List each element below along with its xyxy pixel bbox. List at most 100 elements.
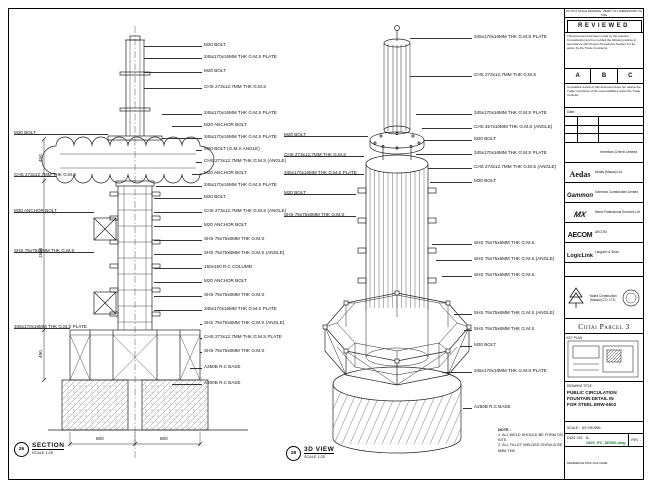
gammon-logo: Gammon [566,192,593,199]
leader-line [410,76,472,77]
annotation-label: SHS 75x75x6MM THK G.M.S [474,326,535,331]
grade-box-c: C [628,73,633,79]
dwg-no-label: DWG. NO. : [567,436,584,444]
leader-line [422,128,472,129]
annotation-label: CHS 273x12.7MM THK G.M.S [474,72,537,77]
note-line: 2. ALL FILLET WELDED SHOULD BE 6MM THK. [498,443,563,453]
key-plan-label: KEY PLAN [566,335,583,340]
leader-line [14,252,94,253]
leader-line [284,174,364,175]
leader-line [200,352,202,353]
annotation-label: M20 BOLT [284,132,306,137]
annotation-label: M20 BOLT [14,130,36,135]
leader-line [154,296,202,297]
leader-line [190,368,202,369]
engineer-name: AECOM [595,229,607,234]
annotation-label: 345x170x16MM THK G.M.S PLATE [204,182,277,187]
leader-line [416,114,472,115]
leader-line [154,212,202,213]
leader-line [144,88,202,89]
annotation-label: SHS 75x75x6MM THK G.M.S (ANGLE) [204,250,285,255]
scale-value: AS SHOWN [582,425,601,430]
review-note: This document has been noted by the rele… [565,33,643,69]
leader-line [154,310,202,311]
rev-label: REV [631,438,639,442]
annotation-label: SHS 75x75x6MM THK G.M.S [14,248,75,253]
consultant-note: Consultant review of this document does … [565,84,643,108]
leader-line [196,150,202,151]
gammon-name: Gammon Construction Limited [595,189,639,194]
leader-line [436,260,472,261]
drawing-title-line: FOUNTAIN DETAIL IN [567,395,614,401]
iso-view-label: 3D VIEW [304,446,335,454]
annotation-label: M20 ANCHOR BOLT [204,122,247,127]
annotation-label: M20 ANCHOR BOLT [204,278,247,283]
annotation-label: SHS 75x75x6MM THK G.M.S (ANGLE) [204,320,285,325]
annotation-label: 600 [160,436,168,441]
annotation-label: 345x170x16MM THK G.M.S PLATE [204,306,277,311]
leader-line [442,276,472,277]
services-name: Meca Professional Services Ltd. [595,209,641,214]
annotation-label: SHS 75x75x6MM THK G.M.S [204,292,265,297]
annotation-label: SHS 75x75x6MM THK G.M.S [204,236,265,241]
annotation-label: SHS 75x75x6MM THK G.M.S (ANGLE) [474,310,555,315]
iso-view-scale: SCALE 1:25 [304,455,325,459]
annotation-label: M20 ANCHOR BOLT [204,222,247,227]
leader-line [442,372,472,373]
scale-label: SCALE : [567,425,581,430]
leader-line [284,156,364,157]
drawing-title-label: DRAWING TITLE : [567,384,594,388]
annotation-label: 1550 [38,247,43,258]
party-row-engineer: AECOM AECOM [565,223,643,243]
scale-field: SCALE : AS SHOWN [565,422,643,434]
leader-line [154,254,202,255]
leader-line [284,194,356,195]
annotation-label: A200B R.C BASE [204,380,241,385]
grade-box-a: A [565,69,592,83]
annotation-label: 345x170x16MM THK G.M.S PLATE [474,110,547,115]
annotation-label: 600 [96,436,104,441]
section-view-label: SECTION [32,442,65,450]
grade-box-b: B [591,69,618,83]
annotation-label: 490 [38,350,43,358]
annotation-label: CHS 273x12.7MM THK G.M.S [284,152,347,157]
leader-line [430,182,472,183]
iso-view-tag: 28 3D VIEW SCALE 1:25 [286,446,335,461]
leader-line [424,140,472,141]
leader-line [14,328,70,329]
annotation-label: M20 BOLT [474,178,496,183]
party-row-services: MX Meca Professional Services Ltd. [565,203,643,223]
leader-line [172,126,202,127]
architect-name: Aedas (Macau) Ltd. [595,169,623,174]
logiclink-logo: LogicLink [567,252,593,259]
leader-line [284,216,356,217]
iso-view-drawing [322,25,472,454]
party-row-surveyor: LogicLink Langdon & Seah [565,243,643,263]
annotation-label: CHS 273x12.7MM THK G.M.S (ANGLE) [204,158,287,163]
drawing-title-line: FOR STEEL ERW-6502 [567,401,617,407]
leader-line [284,136,368,137]
aecom-logo: AECOM [567,231,593,239]
leader-line [200,338,202,339]
annotation-label: A250B R.C BASE [204,364,241,369]
drawing-title-line: PUBLIC CIRCULATION [567,389,617,395]
annotation-label: M20 ANCHOR BOLT [14,208,57,213]
date-row: Date : [565,108,643,117]
annotation-label: 345x170x16MM THK G.M.S PLATE [204,134,277,139]
annotation-label: M20 BOLT [204,68,226,73]
annotation-label: CHS 273x12.7MM THK G.M.S PLATE [204,334,282,339]
title-block-top-note: DO NOT SCALE DRAWING. VERIFY ALL DIMENSI… [565,9,643,18]
leader-line [162,114,202,115]
aedas-logo: Aedas [569,169,591,179]
annotation-label: 150x150 R.C COLUMN [204,264,252,269]
leader-line [463,408,472,409]
annotation-label: A250B R.C BASE [474,404,511,409]
annotation-label: M20 ANCHOR BOLT [204,170,247,175]
leader-line [154,226,202,227]
leader-line [154,198,202,199]
party-row-client: Venetian Orient Limited [565,143,643,163]
annotation-label: 345x170x16MM THK G.M.S PLATE [474,34,547,39]
leader-line [192,174,202,175]
leader-line [200,324,202,325]
leader-line [144,72,202,73]
